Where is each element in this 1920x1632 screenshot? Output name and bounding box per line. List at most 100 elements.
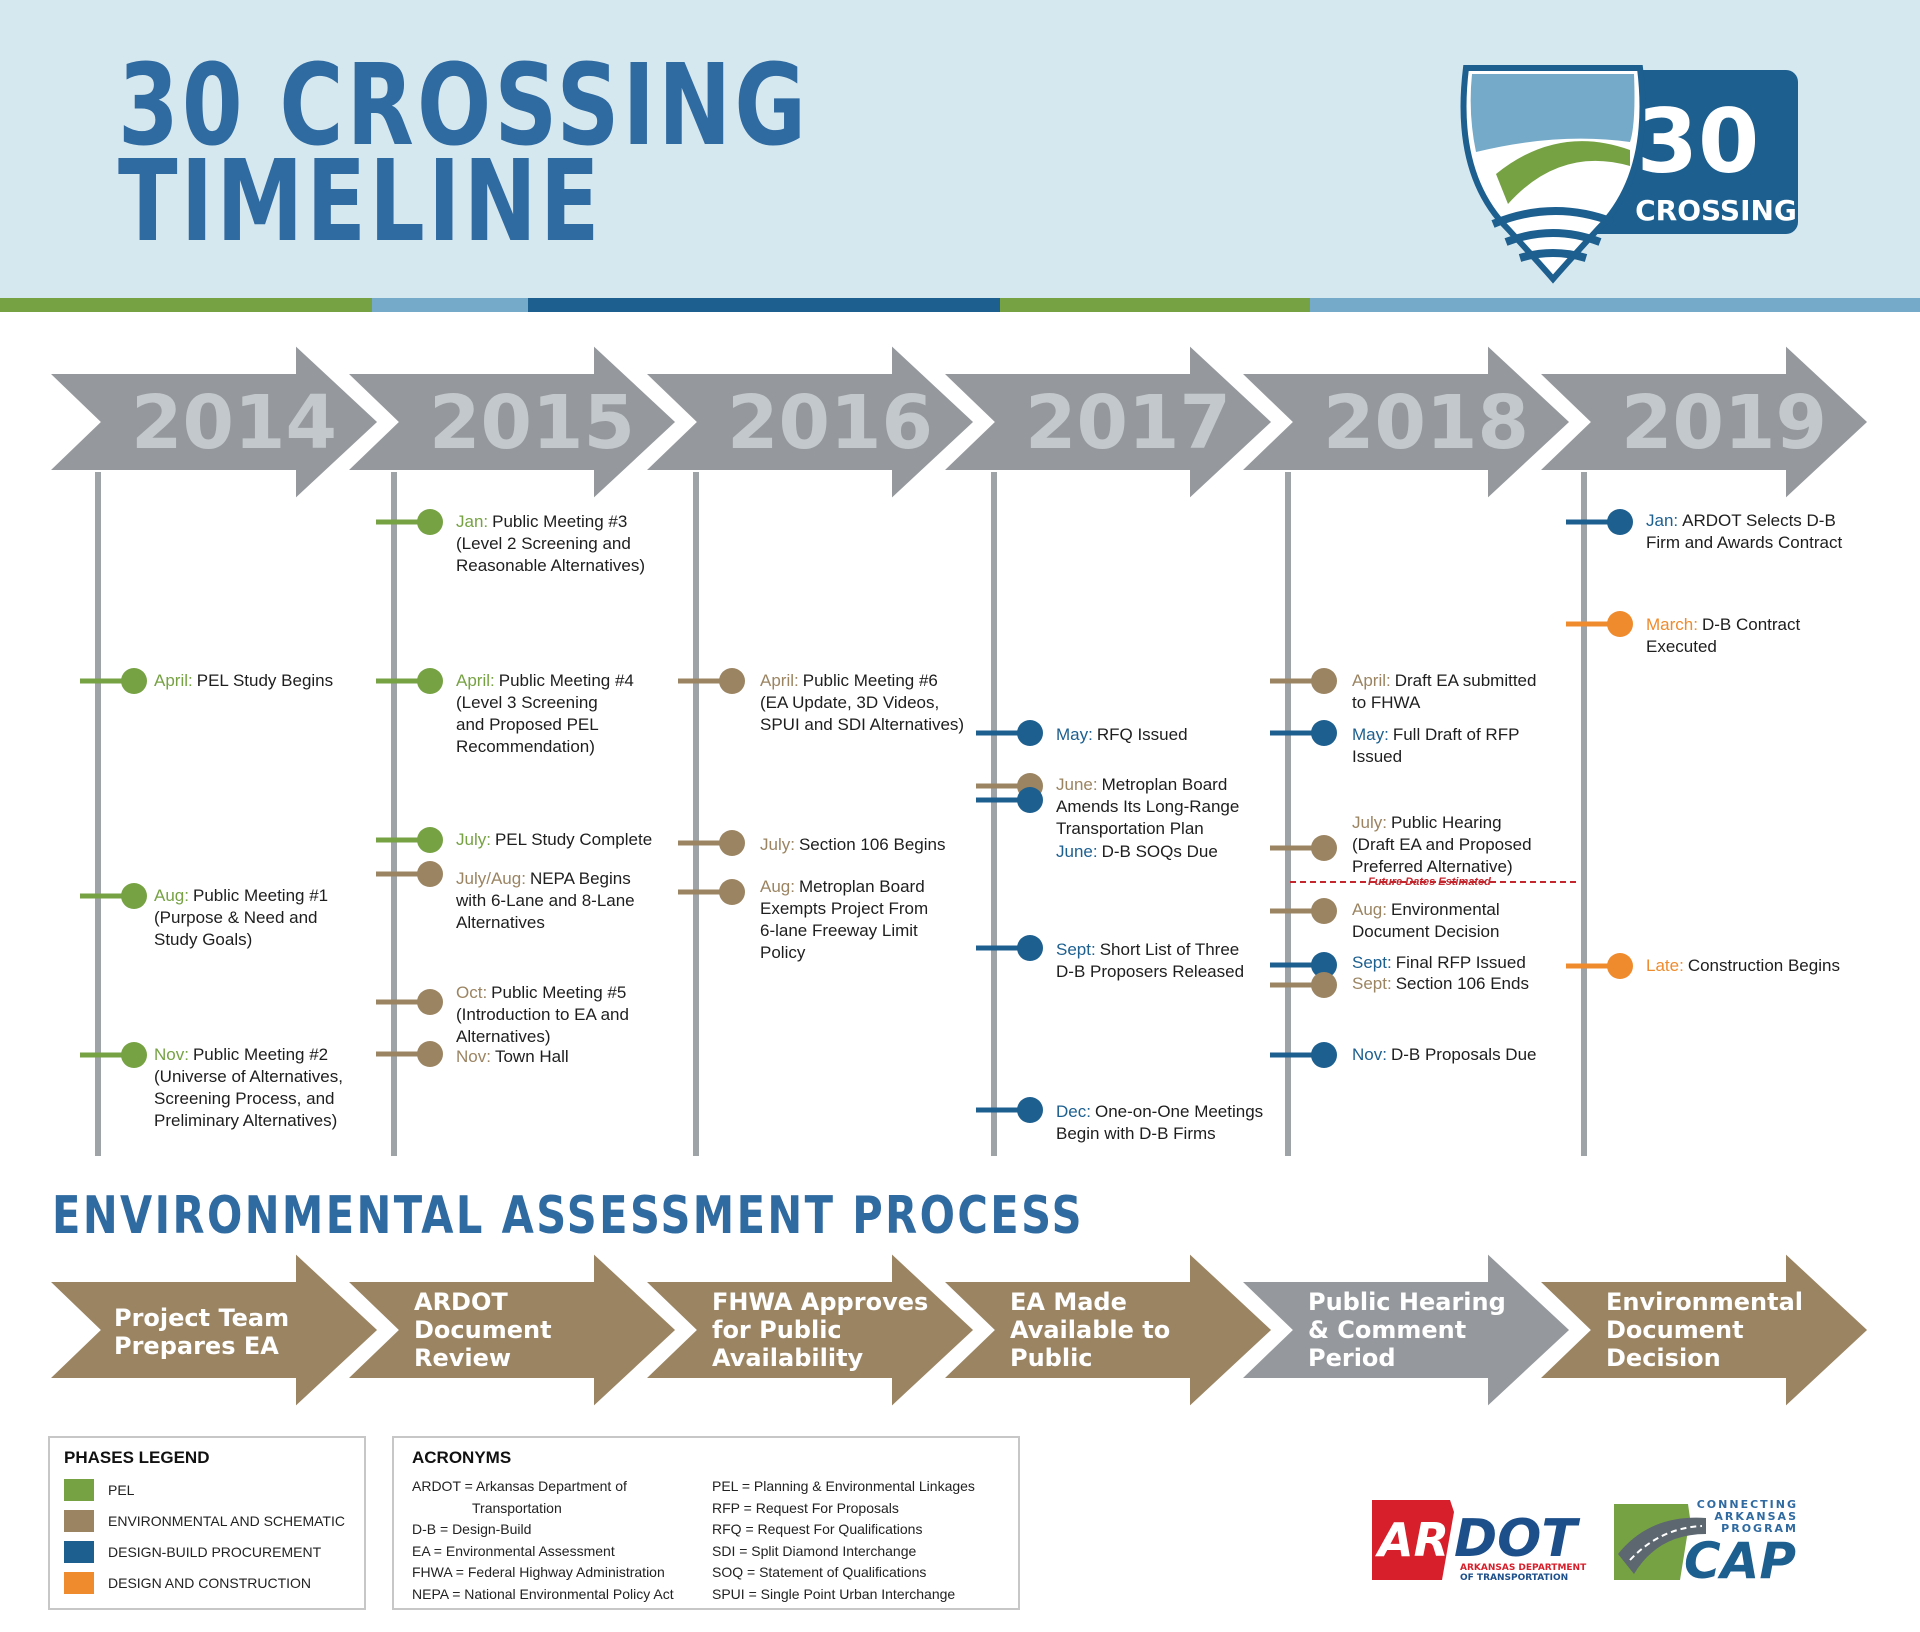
legend-label: DESIGN AND CONSTRUCTION [108, 1575, 312, 1591]
ea-step-line: Prepares EA [114, 1332, 279, 1360]
event-17: April:Draft EA submitted to FHWA [1352, 670, 1536, 714]
event-text-line: Draft EA submitted [1394, 671, 1537, 690]
event-node [1607, 953, 1633, 979]
event-node [121, 668, 147, 694]
ea-step-line: for Public [712, 1316, 842, 1344]
ea-step-line: Public [1010, 1344, 1093, 1372]
year-arrow-2018 [1233, 337, 1575, 507]
event-text-line: Preliminary Alternatives) [154, 1111, 338, 1130]
ea-step-line: & Comment [1308, 1316, 1467, 1344]
ea-step-arrow-4 [935, 1245, 1277, 1415]
legend-label: DESIGN-BUILD PROCUREMENT [108, 1544, 322, 1560]
event-text-line: D-B Proposals Due [1390, 1045, 1537, 1064]
ea-step-arrow-5 [1233, 1245, 1575, 1415]
event-node [417, 668, 443, 694]
year-label-2014: 2014 [131, 380, 337, 466]
event-text-line: Transportation Plan [1056, 819, 1204, 838]
event-node [1311, 1042, 1337, 1068]
event-text-line: Public Meeting #1 [192, 886, 329, 905]
event-month: June: [1056, 775, 1098, 794]
event-month: June: [1056, 842, 1098, 861]
event-22: Sept:Section 106 Ends [1352, 973, 1529, 995]
event-text-line: Alternatives [456, 913, 545, 932]
event-node [1607, 611, 1633, 637]
event-node [1017, 787, 1043, 813]
acronym-entry: SPUI = Single Point Urban Interchange [712, 1585, 956, 1602]
event-month: April: [1352, 671, 1391, 690]
year-arrow-2015 [339, 337, 681, 507]
ea-step-line: Document [1606, 1316, 1744, 1344]
event-text-line: One-on-One Meetings [1094, 1102, 1264, 1121]
event-text-line: PEL Study Complete [494, 830, 653, 849]
event-text-line: Short List of Three [1099, 940, 1240, 959]
event-node [121, 883, 147, 909]
year-label-2016: 2016 [727, 380, 933, 466]
event-9: April:Public Meeting #6(EA Update, 3D Vi… [760, 670, 964, 736]
event-text-line: Firm and Awards Contract [1646, 533, 1843, 552]
legend-label: PEL [108, 1482, 135, 1498]
ea-process-heading: ENVIRONMENTAL ASSESSMENT PROCESS [52, 1186, 1084, 1246]
legend-label: ENVIRONMENTAL AND SCHEMATIC [108, 1513, 345, 1529]
ea-step-line: Review [414, 1344, 512, 1372]
event-month: Sept: [1352, 974, 1392, 993]
event-node [719, 830, 745, 856]
event-month: March: [1646, 615, 1698, 634]
event-23: Nov:D-B Proposals Due [1352, 1044, 1536, 1066]
event-node [417, 861, 443, 887]
event-month: Sept: [1056, 940, 1096, 959]
event-month: Nov: [456, 1047, 491, 1066]
event-month: July/Aug: [456, 869, 526, 888]
event-text-line: Public Meeting #4 [498, 671, 634, 690]
cap-text-3: PROGRAM [1721, 1522, 1798, 1535]
acronym-entry: RFP = Request For Proposals [712, 1499, 899, 1516]
year-arrow-2017 [935, 337, 1277, 507]
logo-bridge [1496, 141, 1630, 204]
event-node [719, 668, 745, 694]
event-text-line: (Level 3 Screening [456, 693, 598, 712]
legend-item: DESIGN-BUILD PROCUREMENT [64, 1540, 321, 1564]
legend-swatch [64, 1572, 94, 1594]
event-text-line: NEPA Begins [529, 869, 631, 888]
event-month: Jan: [1646, 511, 1679, 530]
event-node [417, 989, 443, 1015]
event-text-line: PEL Study Begins [196, 671, 334, 690]
ea-step-line: Environmental [1606, 1288, 1804, 1316]
event-month: Aug: [760, 877, 795, 896]
event-text-line: Recommendation) [456, 737, 595, 756]
ea-step-line: Availability [712, 1344, 864, 1372]
event-month: Sept: [1352, 953, 1392, 972]
event-text-line: (Introduction to EA and [456, 1005, 629, 1024]
year-label-2017: 2017 [1025, 380, 1231, 466]
event-19: July:Public Hearing(Draft EA and Propose… [1352, 812, 1532, 878]
event-node [1607, 509, 1633, 535]
page-title-line1: 30 CROSSING [118, 41, 810, 171]
event-text-line: Final RFP Issued [1395, 953, 1526, 972]
event-text-line: Executed [1646, 637, 1717, 656]
event-text-line: Preferred Alternative) [1352, 857, 1513, 876]
event-month: July: [760, 835, 795, 854]
year-label-2018: 2018 [1323, 380, 1529, 466]
year-arrow-2016 [637, 337, 979, 507]
event-text-line: D-B Contract [1701, 615, 1801, 634]
stripe-lightblue [372, 298, 528, 312]
event-text-line: to FHWA [1352, 693, 1421, 712]
logo-sky [1470, 74, 1635, 152]
ardot-state-shape [1372, 1500, 1454, 1580]
legend-item: PEL [64, 1478, 134, 1502]
event-node [719, 879, 745, 905]
event-text-line: Full Draft of RFP [1392, 725, 1520, 744]
event-10: July:Section 106 Begins [760, 834, 945, 856]
logo-waves [1491, 207, 1615, 262]
event-text-line: Reasonable Alternatives) [456, 556, 646, 575]
event-text-line: Policy [760, 943, 806, 962]
year-label-2019: 2019 [1621, 380, 1827, 466]
event-month: July: [456, 830, 491, 849]
event-node [417, 827, 443, 853]
event-text-line: SPUI and SDI Alternatives) [760, 715, 965, 734]
